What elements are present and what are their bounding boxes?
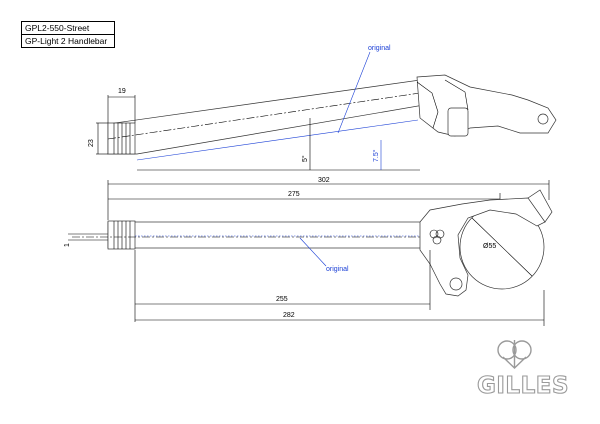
- angle-5: 5°: [137, 118, 420, 171]
- part-number: GPL2-550-Street: [25, 23, 90, 33]
- side-view-clamp-body: [419, 197, 546, 297]
- dim-1-label: 1: [64, 243, 71, 247]
- dim-282-label: 282: [283, 312, 295, 319]
- dim-275: 275: [108, 191, 501, 205]
- part-name: GP-Light 2 Handlebar: [22, 34, 114, 47]
- side-view: 302 275 1 original: [64, 177, 553, 326]
- top-view: original 19 23 5° 7.5°: [88, 45, 557, 171]
- top-view-tube: [107, 79, 425, 155]
- dim-23-label: 23: [88, 139, 95, 147]
- gilles-wordmark: GILLES: [477, 373, 569, 399]
- clamp-logo-mark: [429, 229, 445, 245]
- dim-275-label: 275: [288, 191, 300, 198]
- dim-55-label: Ø55: [483, 243, 496, 250]
- side-view-original-label: original: [326, 266, 349, 273]
- top-view-original-label: original: [368, 45, 391, 52]
- gilles-emblem: [497, 340, 532, 369]
- title-block: GPL2-550-Street GP-Light 2 Handlebar: [21, 21, 115, 48]
- angle-7-5: 7.5°: [372, 140, 382, 170]
- side-view-tube: [107, 221, 427, 249]
- side-view-grip-end: [107, 220, 136, 250]
- dim-255-label: 255: [276, 296, 288, 303]
- dim-19: 19: [107, 88, 136, 123]
- top-view-bolt-hole: [537, 113, 549, 125]
- top-view-grip-ribs: [113, 123, 131, 154]
- top-view-clamp: [416, 74, 557, 137]
- side-view-grip-ribs: [113, 221, 131, 249]
- side-view-mount-hole: [449, 277, 463, 291]
- dim-19-label: 19: [118, 88, 126, 95]
- dim-23: 23: [88, 122, 108, 155]
- dim-282: 282: [135, 290, 545, 326]
- dim-1: 1: [64, 233, 108, 247]
- gilles-logo: GILLES: [476, 340, 569, 400]
- angle-5-label: 5°: [301, 155, 309, 162]
- dim-302: 302: [107, 177, 550, 220]
- dim-55: Ø55: [471, 217, 533, 277]
- dim-302-label: 302: [318, 177, 330, 184]
- dim-255: 255: [134, 250, 431, 322]
- top-view-original-line: [136, 119, 419, 161]
- angle-7-5-label: 7.5°: [372, 149, 380, 162]
